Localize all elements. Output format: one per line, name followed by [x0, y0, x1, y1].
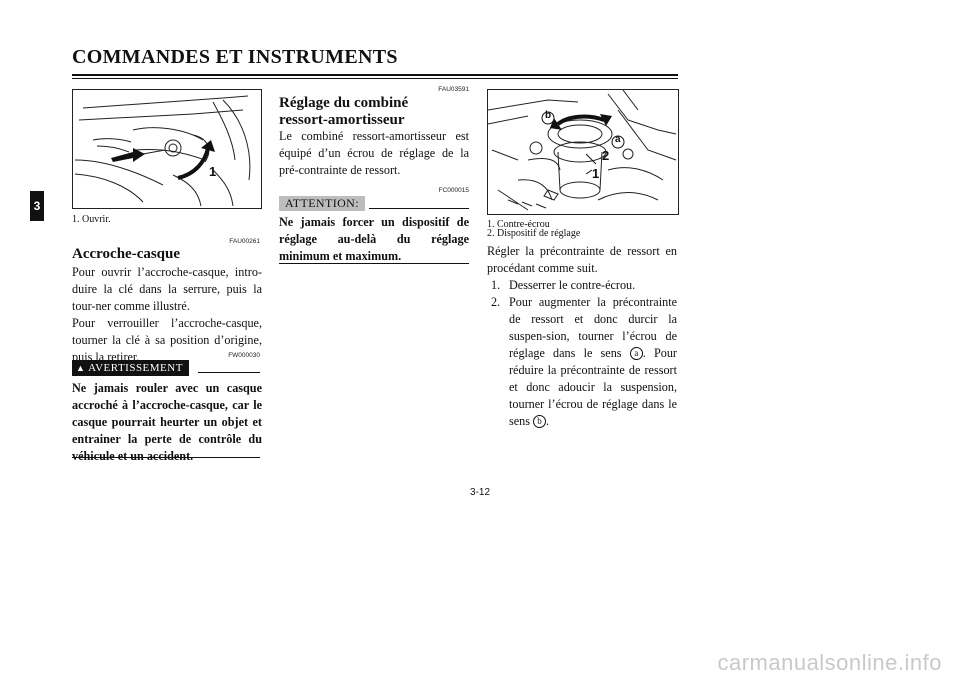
attention-badge: ATTENTION: [279, 196, 365, 211]
section-heading: Accroche-casque [72, 246, 181, 262]
section-code: FAU03591 [438, 86, 469, 93]
warning-code: FW000030 [228, 352, 260, 359]
chapter-tab[interactable]: 3 [30, 191, 44, 221]
figure-caption: 1. Ouvrir. [72, 214, 111, 225]
figure-caption-2: 2. Dispositif de réglage [487, 228, 581, 239]
page-header-title: COMMANDES ET INSTRUMENTS [72, 46, 398, 68]
step-text-end: . [546, 414, 550, 428]
paragraph: Le combiné ressort-amortisseur est équip… [279, 129, 469, 177]
shock-absorber-figure: b a 2 1 [487, 89, 679, 215]
header-rule-thin [72, 78, 678, 79]
step-number: 1. [491, 278, 501, 292]
warning-rule [198, 372, 260, 373]
step-text: Pour augmenter la précontrainte de resso… [509, 295, 677, 360]
shock-absorber-illustration [488, 90, 677, 211]
section-heading: Réglage du combiné ressort-amortisseur [279, 95, 409, 128]
attention-text: Ne jamais forcer un dispositif de réglag… [279, 215, 469, 263]
direction-b-symbol: b [533, 415, 547, 428]
figure-caption-1: 1. Contre-écrou [487, 219, 550, 230]
figure-label-b: b [545, 110, 552, 121]
warning-header: ▲ AVERTISSEMENT [72, 358, 262, 376]
warning-bottom-rule [72, 457, 260, 458]
warning-badge: ▲ AVERTISSEMENT [72, 360, 189, 376]
list-item: 1. Desserrer le contre-écrou. [487, 277, 677, 294]
warning-text: Ne jamais rouler avec un casque accroché… [72, 381, 262, 463]
step-text: . Pour réduire la précontrainte de resso… [509, 346, 677, 428]
direction-a-symbol: a [629, 347, 643, 360]
figure-callout-1: 1 [209, 164, 217, 179]
page-number: 3-12 [469, 487, 490, 498]
step-text: Desserrer le contre-écrou. [509, 278, 636, 292]
header-rule [72, 74, 678, 76]
intro-paragraph: Régler la précontrainte de ressort en pr… [487, 244, 677, 275]
figure-label-a: a [615, 134, 621, 145]
figure-callout-2: 2 [602, 148, 610, 163]
attention-rule [369, 208, 469, 209]
helmet-holder-illustration [74, 95, 251, 207]
adjustment-steps: 1. Desserrer le contre-écrou. 2. Pour au… [487, 277, 677, 430]
step-number: 2. [491, 295, 501, 309]
paragraph: Pour ouvrir l’accroche-casque, intro-dui… [72, 265, 262, 313]
attention-code: FC000015 [438, 187, 469, 194]
warning-label: AVERTISSEMENT [88, 362, 183, 374]
section-code: FAU00261 [229, 238, 260, 245]
warning-icon: ▲ [76, 363, 86, 373]
figure-callout-1: 1 [592, 166, 600, 181]
attention-header: ATTENTION: [279, 194, 469, 212]
watermark: carmanualsonline.info [717, 650, 942, 675]
list-item: 2. Pour augmenter la précontrainte de re… [487, 294, 677, 430]
attention-bottom-rule [279, 263, 469, 264]
helmet-holder-figure: 1 [72, 89, 262, 209]
